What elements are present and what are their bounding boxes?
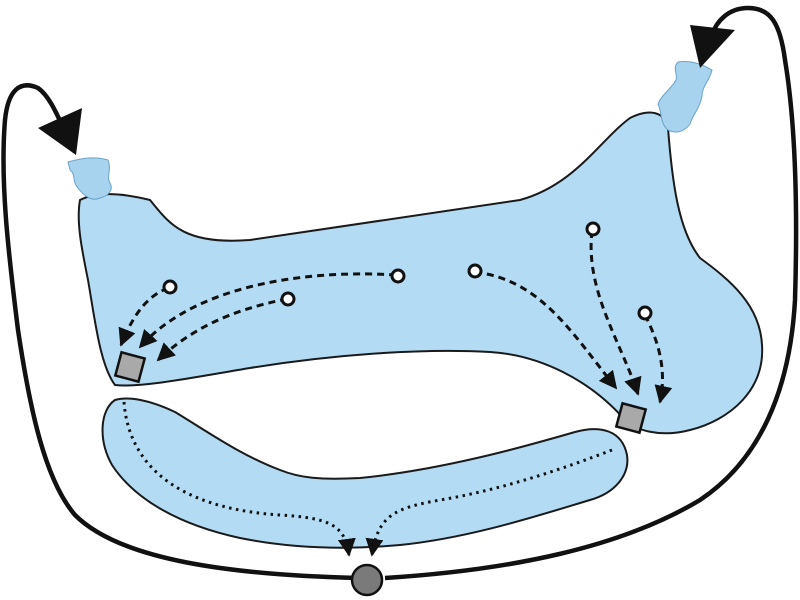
right-return-loop [384,5,799,581]
square-sink [614,401,648,435]
dashed-flow [118,286,169,347]
left-tuft-icon [67,157,112,200]
dashed-flow [138,272,397,349]
source-node [585,221,601,237]
source-node [637,305,653,321]
upper-region [77,111,764,435]
dashed-flow [156,297,288,362]
left-return-loop [1,83,361,581]
lower-region [101,397,629,549]
source-node [390,268,406,284]
source-node [467,263,483,279]
square-sink [113,350,147,384]
dashed-flow [589,230,642,396]
right-tuft-icon [657,61,713,133]
source-node [280,291,296,307]
dotted-flow [122,401,356,557]
source-node [162,279,178,295]
dashed-flow [474,270,618,390]
dashed-flow [643,314,673,404]
outlet-node [350,563,384,597]
right-loop-arrowhead [690,25,735,68]
left-loop-arrowhead [38,108,82,155]
